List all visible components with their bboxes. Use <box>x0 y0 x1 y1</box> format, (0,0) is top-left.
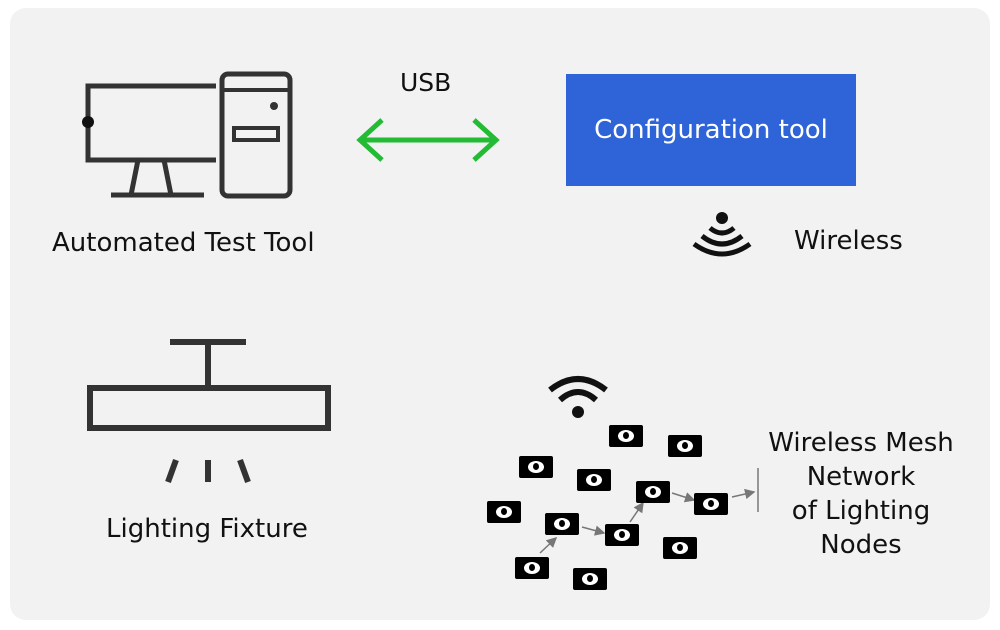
usb-label: USB <box>400 68 452 97</box>
wireless-signal-icon <box>692 212 752 257</box>
lighting-fixture-icon <box>87 339 331 484</box>
mesh-node <box>663 537 697 559</box>
mesh-node <box>605 524 639 546</box>
mesh-node <box>573 568 607 590</box>
configuration-tool-label: Configuration tool <box>594 115 828 145</box>
usb-double-arrow <box>356 118 500 162</box>
wireless-label: Wireless <box>794 226 903 256</box>
mesh-node <box>668 435 702 457</box>
wifi-icon <box>548 376 608 418</box>
configuration-tool-box: Configuration tool <box>566 74 856 186</box>
mesh-node <box>515 557 549 579</box>
mesh-network-label: Wireless Mesh Network of Lighting Nodes <box>768 428 954 560</box>
mesh-node <box>636 481 670 503</box>
mesh-node <box>519 456 553 478</box>
lighting-fixture-label: Lighting Fixture <box>106 514 308 544</box>
mesh-node <box>487 501 521 523</box>
mesh-node <box>545 513 579 535</box>
computer-icon <box>82 71 293 199</box>
mesh-node <box>609 425 643 447</box>
mesh-node <box>577 469 611 491</box>
mesh-node <box>694 493 728 515</box>
test-tool-label: Automated Test Tool <box>52 228 315 258</box>
